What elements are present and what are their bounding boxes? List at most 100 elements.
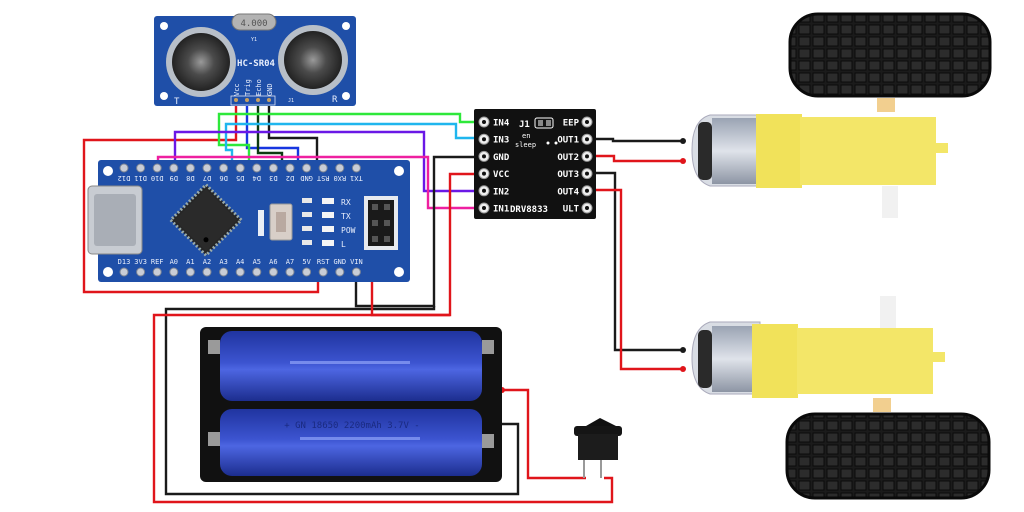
transducer-left — [166, 27, 236, 97]
nano-pin-label: D10 — [151, 174, 164, 182]
wire-vcc-bus — [152, 313, 614, 504]
nano-pin-label: D11 — [134, 174, 147, 182]
nano-pin-label: GND — [333, 258, 346, 266]
battery-label: + GN 18650 2200mAh 3.7V - — [284, 421, 419, 431]
nano-pin-label: VIN — [350, 258, 363, 266]
crystal-ref: Y1 — [251, 37, 257, 43]
sensor-pins — [234, 98, 271, 102]
wire-out3 — [593, 171, 683, 352]
nano-pin — [318, 163, 328, 173]
battery-cell — [220, 409, 482, 476]
nano-pin — [252, 163, 262, 173]
nano-pin-label: 3V3 — [134, 258, 147, 266]
nano-pin — [351, 267, 361, 277]
driver-name: DRV8833 — [510, 205, 548, 215]
nano-pin — [351, 163, 361, 173]
nano-pin-label: REF — [151, 258, 164, 266]
nano-pin-label: A0 — [170, 258, 178, 266]
microcontroller-chip — [168, 182, 244, 258]
ultrasonic-sensor: 4.000 Y1 HC-SR04 T R J1 Vcc Trig Echo GN… — [154, 13, 356, 107]
nano-pin — [318, 267, 328, 277]
driver-jumper-label: J1 — [519, 120, 530, 130]
nano-pin-label: D7 — [203, 174, 211, 182]
driver-note-sleep: sleep — [515, 141, 536, 149]
nano-pin-label: RX0 — [333, 174, 346, 182]
nano-pin-label: A6 — [269, 258, 277, 266]
nano-pin — [219, 163, 229, 173]
wire-battery-positive — [502, 388, 586, 480]
nano-pin — [119, 163, 129, 173]
driver-pin-label: EEP — [563, 119, 580, 129]
sensor-t-mark: T — [174, 97, 180, 107]
wire-sensor-gnd — [267, 104, 319, 166]
nano-pin-label: A3 — [219, 258, 227, 266]
icsp-header — [364, 196, 398, 250]
power-switch[interactable] — [574, 418, 622, 478]
nano-pin-label: TX1 — [350, 174, 363, 182]
nano-pin — [268, 163, 278, 173]
nano-pin-label: A1 — [186, 258, 194, 266]
driver-pin-label: OUT3 — [557, 170, 579, 180]
driver-pin-label: IN2 — [493, 187, 509, 197]
nano-pin — [235, 163, 245, 173]
sensor-pin-label: Trig — [244, 79, 252, 96]
wire-out4 — [593, 188, 683, 371]
sensor-pin-label: Vcc — [233, 83, 241, 96]
sensor-header-ref: J1 — [288, 98, 294, 104]
nano-pin-label: GND — [300, 174, 313, 182]
crystal-label: 4.000 — [240, 19, 267, 29]
wire-sensor-vcc — [82, 104, 320, 294]
nano-pin-label: A5 — [253, 258, 261, 266]
axle-hub — [877, 98, 895, 112]
nano-pin-label: A4 — [236, 258, 244, 266]
driver-pin-label: IN1 — [493, 205, 509, 215]
nano-pin-label: D9 — [170, 174, 178, 182]
nano-pin-label: D5 — [236, 174, 244, 182]
sensor-name: HC-SR04 — [237, 59, 276, 69]
led-label: TX — [341, 212, 351, 221]
driver-pin-label: ULT — [563, 205, 580, 215]
battery-pack: + GN 18650 2200mAh 3.7V - — [200, 327, 502, 482]
nano-pin — [219, 267, 229, 277]
wire-gnd-bus — [164, 306, 520, 496]
nano-pin — [268, 267, 278, 277]
led-label: L — [341, 240, 346, 249]
nano-pin — [136, 163, 146, 173]
nano-pin — [335, 267, 345, 277]
wire-sensor-echo — [256, 104, 284, 166]
nano-pin — [185, 163, 195, 173]
nano-pin-label: 5V — [302, 258, 311, 266]
nano-pin — [136, 267, 146, 277]
nano-pin-label: RST — [317, 258, 330, 266]
nano-pin — [152, 267, 162, 277]
nano-pin — [285, 163, 295, 173]
driver-pin-label: IN4 — [493, 119, 510, 129]
nano-pin-label: D6 — [219, 174, 227, 182]
nano-pin-label: A2 — [203, 258, 211, 266]
driver-board — [474, 109, 596, 219]
transducer-right — [278, 25, 348, 95]
driver-pin-label: GND — [493, 153, 510, 163]
nano-pin-label: D8 — [186, 174, 194, 182]
nano-pin-label: D12 — [118, 174, 131, 182]
nano-board — [98, 160, 410, 282]
sensor-pin-label: GND — [266, 83, 274, 96]
nano-pin — [169, 267, 179, 277]
nano-pin — [302, 267, 312, 277]
wire-out1 — [593, 137, 683, 143]
driver-pin-label: OUT4 — [557, 187, 579, 197]
driver-pin-label: OUT1 — [557, 136, 579, 146]
nano-pin — [152, 163, 162, 173]
nano-pin — [202, 267, 212, 277]
nano-pin-label: D2 — [286, 174, 294, 182]
sensor-pin-labels: Vcc Trig Echo GND — [233, 79, 274, 96]
sensor-pin-label: Echo — [255, 79, 263, 96]
nano-pin — [202, 163, 212, 173]
nano-pin-label: A7 — [286, 258, 294, 266]
axle-hub — [873, 398, 891, 412]
led-label: RX — [341, 198, 351, 207]
